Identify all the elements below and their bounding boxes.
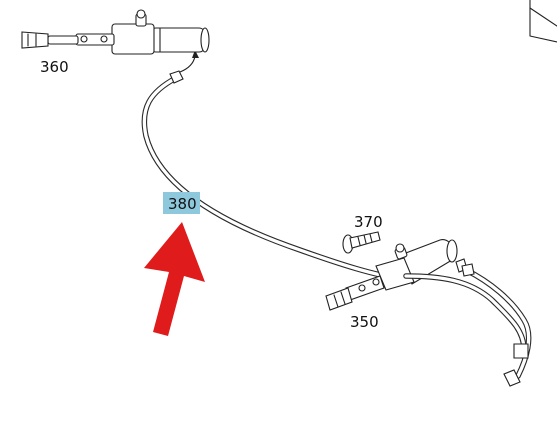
page-corner-frame	[529, 0, 557, 43]
part-label-360: 360	[40, 58, 69, 76]
part-label-370: 370	[354, 213, 383, 231]
hose-380	[141, 50, 399, 281]
part-label-350: 350	[350, 313, 379, 331]
highlighted-part-label: 380	[163, 192, 200, 214]
part-label-380: 380	[168, 195, 197, 213]
washer-nozzle-360	[21, 9, 210, 55]
washer-nozzle-350	[325, 239, 468, 311]
red-arrow-icon	[144, 222, 205, 336]
branch-hoses	[403, 263, 532, 387]
highlight-box	[163, 192, 200, 214]
bolt-370	[342, 231, 381, 254]
